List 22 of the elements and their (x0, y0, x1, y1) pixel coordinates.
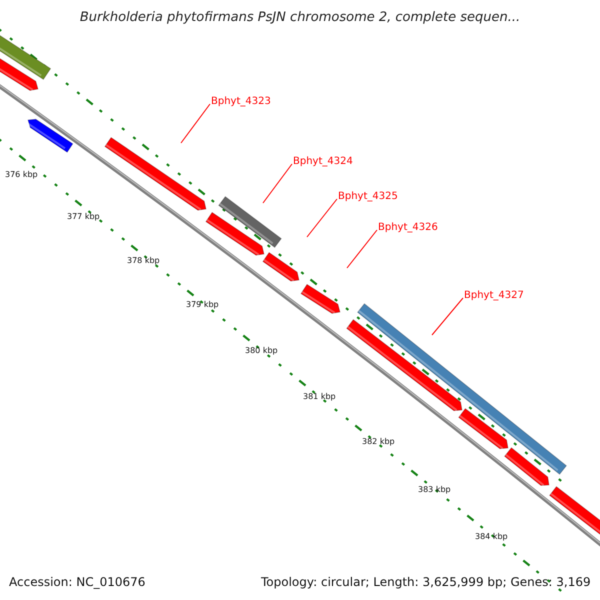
scale-label: 383 kbp (418, 485, 451, 494)
scale-label: 376 kbp (5, 170, 38, 179)
scale-label: 378 kbp (127, 256, 160, 265)
scale-label: 382 kbp (362, 437, 395, 446)
gene-label: Bphyt_4323 (211, 96, 271, 108)
map-title: Burkholderia phytofirmans PsJN chromosome 2, complete sequen... (78, 10, 522, 25)
gene-label: Bphyt_4324 (293, 156, 353, 168)
scale-label: 384 kbp (475, 532, 508, 541)
leader-line (346, 230, 378, 268)
leader-line (180, 104, 210, 144)
leader-line (306, 198, 338, 238)
info-text: Topology: circular; Length: 3,625,999 bp; Genes: 3,169 (261, 575, 591, 589)
scale-label: 381 kbp (303, 392, 336, 401)
gene-label: Bphyt_4325 (338, 191, 398, 203)
scale-label: 380 kbp (245, 346, 278, 355)
gene-label: Bphyt_4327 (464, 290, 524, 302)
scale-label: 377 kbp (67, 212, 100, 221)
info-text: Accession: NC_010676 (9, 575, 146, 589)
gene-label: Bphyt_4326 (378, 222, 438, 234)
scale-label: 379 kbp (186, 300, 219, 309)
leader-line (262, 164, 292, 204)
leader-line (432, 298, 464, 336)
